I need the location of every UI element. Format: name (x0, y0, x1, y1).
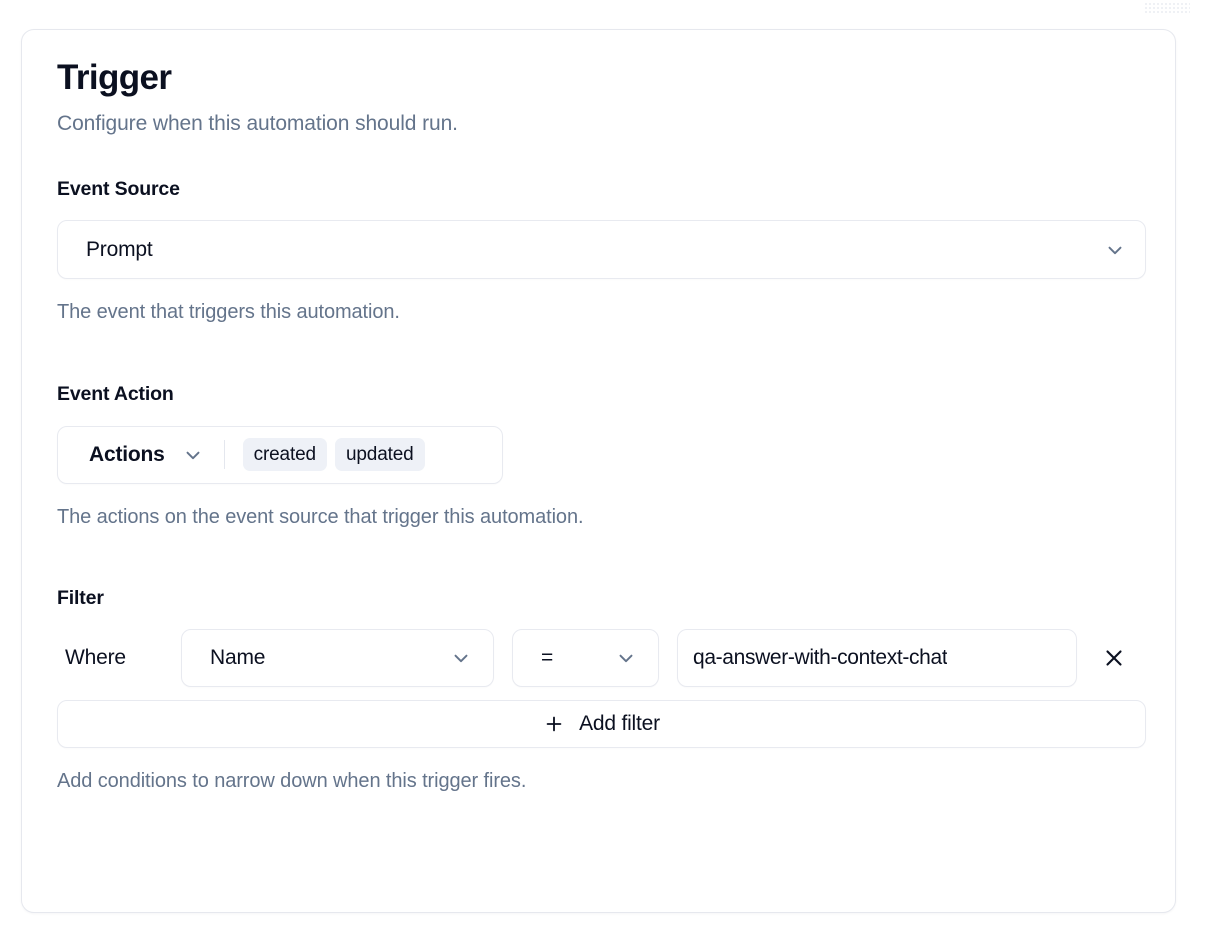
plus-icon (543, 713, 565, 735)
filter-field: Filter Where Name = (57, 586, 1146, 794)
filter-condition-row: Where Name = (57, 629, 1144, 688)
remove-filter-button[interactable] (1087, 631, 1141, 685)
page-subtitle: Configure when this automation should ru… (57, 111, 458, 135)
filter-field-select[interactable]: Name (181, 629, 494, 688)
add-filter-button[interactable]: Add filter (57, 700, 1146, 749)
event-source-select[interactable]: Prompt (57, 220, 1146, 280)
event-source-description: The event that triggers this automation. (57, 301, 400, 324)
filter-field-value: Name (210, 646, 266, 670)
event-action-description: The actions on the event source that tri… (57, 505, 584, 528)
event-source-value: Prompt (86, 237, 153, 261)
trigger-card-content: Trigger Configure when this automation s… (57, 58, 1146, 794)
event-source-field: Event Source Prompt The event that trigg… (57, 178, 1146, 325)
add-filter-label: Add filter (579, 712, 660, 736)
capture-artifact (1144, 2, 1190, 14)
filter-value-input[interactable]: qa-answer-with-context-chat (677, 629, 1077, 688)
event-action-field: Event Action Actions created updated The… (57, 383, 1144, 529)
event-action-chips: created updated (242, 438, 425, 472)
close-icon (1102, 646, 1126, 670)
chevron-down-icon (615, 647, 637, 669)
chevron-down-icon (1104, 239, 1126, 261)
chevron-down-icon (450, 647, 472, 669)
filter-operator-value: = (541, 646, 554, 670)
filter-operator-select[interactable]: = (512, 629, 659, 688)
event-action-label: Event Action (57, 383, 174, 406)
event-action-selector-label: Actions (89, 442, 165, 466)
trigger-card: Trigger Configure when this automation s… (21, 29, 1176, 913)
page-title: Trigger (57, 58, 172, 97)
chevron-down-icon (182, 444, 204, 466)
event-action-select[interactable]: Actions created updated (57, 425, 503, 484)
filter-description: Add conditions to narrow down when this … (57, 770, 527, 793)
event-action-chip-updated[interactable]: updated (334, 438, 425, 472)
filter-value-text: qa-answer-with-context-chat (693, 646, 948, 670)
filter-where-label: Where (65, 646, 126, 670)
event-source-label: Event Source (57, 178, 180, 201)
event-action-chip-created[interactable]: created (242, 438, 327, 472)
filter-label: Filter (57, 586, 104, 609)
divider (223, 440, 225, 470)
